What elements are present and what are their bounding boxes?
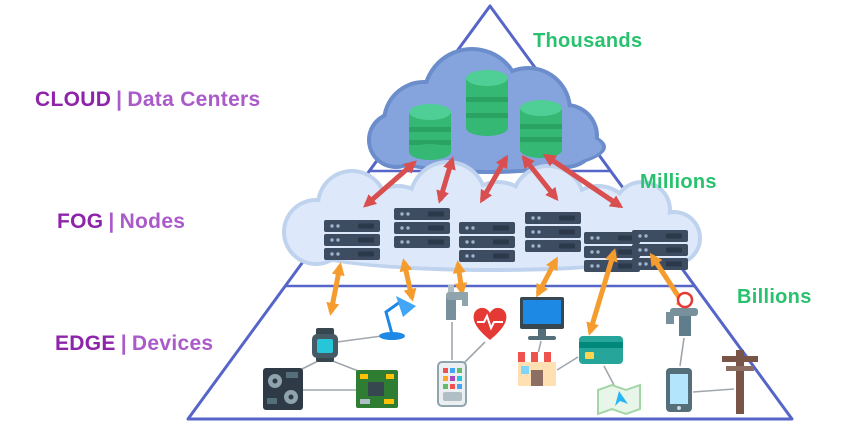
smartphone-icon — [666, 368, 692, 412]
circuit-board-icon — [356, 370, 398, 408]
cloud-scale-label: Thousands — [533, 30, 643, 52]
fog-tier-separator: | — [108, 210, 115, 233]
bidirectional-arrow — [586, 248, 618, 336]
edge-tier-descriptor: Devices — [131, 332, 214, 355]
fog-tier-descriptor: Nodes — [119, 210, 186, 233]
storefront-icon — [518, 352, 556, 386]
edge-tier-name: EDGE — [55, 332, 116, 355]
server-rack-icon — [525, 212, 581, 252]
cloud-tier-label: CLOUD|Data Centers — [35, 88, 261, 112]
cloud-fog-arrows — [363, 153, 624, 209]
fog-tier-label: FOG|Nodes — [57, 210, 185, 234]
map-navigation-icon — [597, 383, 641, 416]
smartwatch-icon — [312, 328, 338, 362]
fog-scale-label: Millions — [640, 171, 717, 193]
edge-tier-label: EDGE|Devices — [55, 332, 213, 356]
utility-pole-icon — [722, 350, 758, 414]
desktop-monitor-icon — [520, 297, 564, 340]
cloud-tier-descriptor: Data Centers — [127, 88, 261, 111]
smartphone-apps-icon — [437, 361, 467, 407]
bidirectional-arrow — [479, 154, 509, 204]
bidirectional-arrow — [363, 160, 417, 208]
database-icon — [466, 70, 508, 136]
server-rack-icon — [324, 220, 380, 260]
desk-lamp-icon — [379, 296, 416, 340]
server-rack-icon — [394, 208, 450, 248]
disk-array-icon — [263, 368, 303, 410]
bidirectional-arrow — [399, 258, 417, 302]
credit-card-icon — [579, 336, 623, 364]
server-rack-icon — [459, 222, 515, 262]
cloud-tier-separator: | — [116, 88, 123, 111]
cloud-tier-name: CLOUD — [35, 88, 112, 111]
heart-monitor-icon — [473, 307, 507, 340]
fog-tier-name: FOG — [57, 210, 104, 233]
edge-tier-separator: | — [120, 332, 127, 355]
bidirectional-arrow — [542, 153, 624, 209]
database-icon — [409, 104, 451, 160]
bidirectional-arrow — [535, 256, 559, 298]
device-links — [295, 322, 735, 393]
bidirectional-arrow — [452, 260, 468, 296]
edge-scale-label: Billions — [737, 286, 812, 308]
bidirectional-arrow — [436, 156, 456, 204]
bidirectional-arrow — [326, 262, 345, 316]
database-icon — [520, 100, 562, 158]
faucet-icon — [446, 285, 468, 320]
water-tap-icon — [666, 291, 698, 336]
